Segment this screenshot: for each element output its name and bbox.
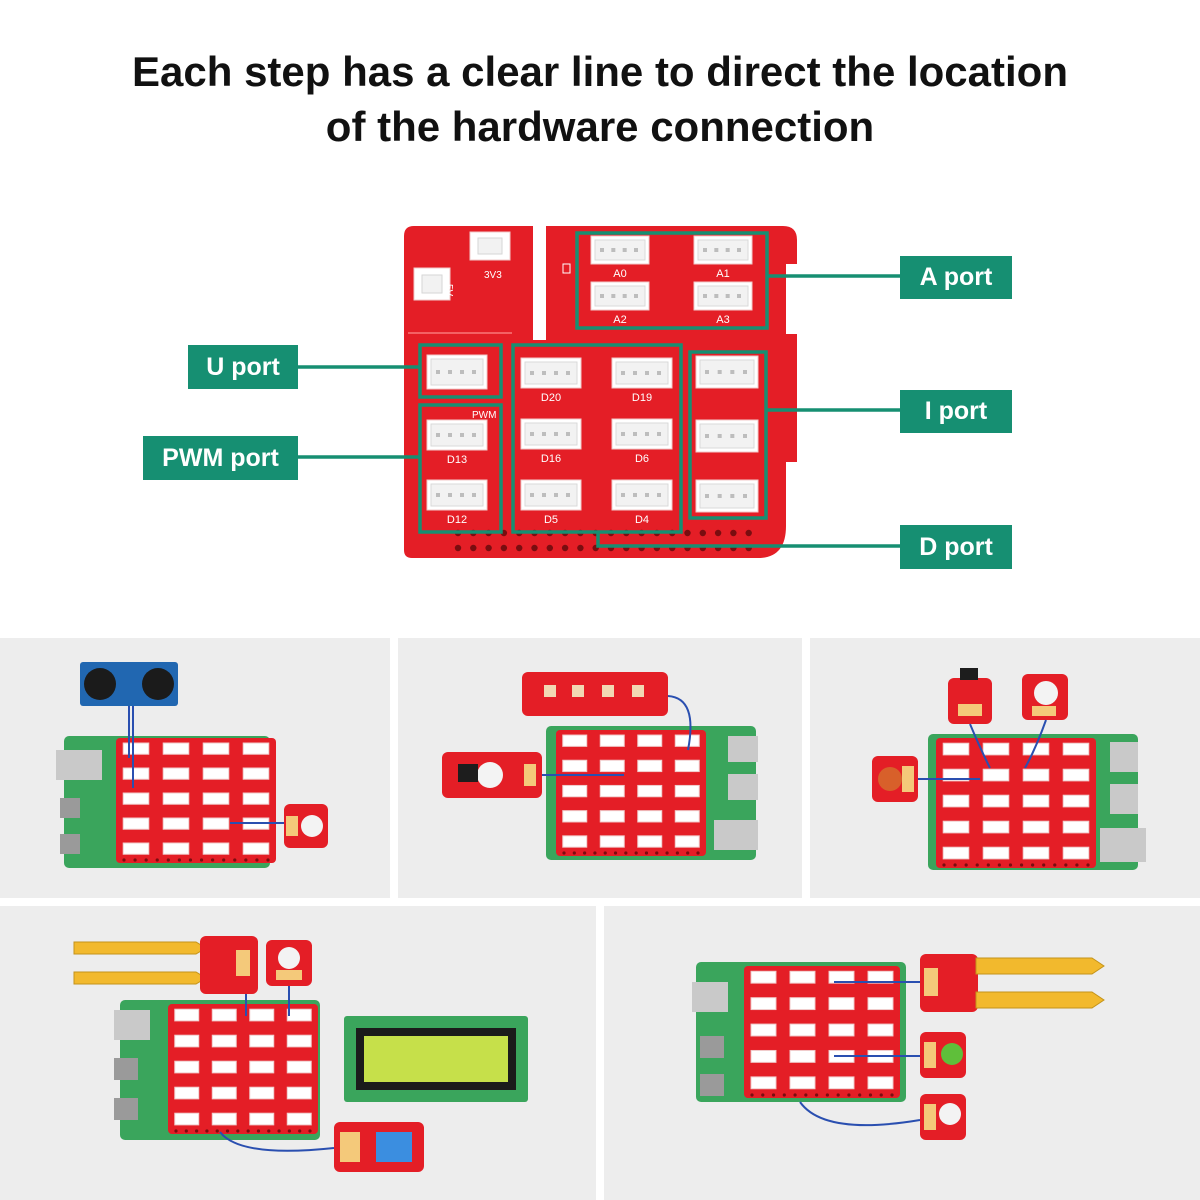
port-label: D16 xyxy=(541,453,561,465)
u-port-connector xyxy=(426,354,488,390)
i-port-connector xyxy=(695,479,759,513)
headline-line-1: Each step has a clear line to direct the… xyxy=(132,48,1068,95)
port-label: D5 xyxy=(544,514,558,526)
hat-board-mini xyxy=(936,738,1096,868)
pwm-connector: D13 xyxy=(426,419,488,466)
d-port-callout: D port xyxy=(900,525,1012,569)
hat-board-mini xyxy=(744,966,900,1098)
example-panel-lcd xyxy=(0,906,596,1200)
pwm-connector: D12 xyxy=(426,479,488,526)
power-connector-3v3 xyxy=(469,231,511,261)
digital-connector: D16 xyxy=(520,418,582,465)
port-label: A2 xyxy=(613,314,626,326)
i-port-connector xyxy=(695,419,759,453)
port-label: D20 xyxy=(541,392,561,404)
port-label: A1 xyxy=(716,268,729,280)
hat-board-mini xyxy=(168,1004,318,1134)
digital-connector: D20 xyxy=(520,357,582,404)
label-5v: 5V xyxy=(443,284,454,297)
digital-connector: D4 xyxy=(611,479,673,526)
hat-board-mini xyxy=(556,730,706,856)
port-label: D19 xyxy=(632,392,652,404)
example-panel-ultrasonic xyxy=(0,638,390,898)
example-panel-led-strip xyxy=(398,638,802,898)
port-label: D13 xyxy=(447,454,467,466)
pwm-port-frame xyxy=(418,403,503,534)
analog-connector: A1 xyxy=(693,235,753,280)
digital-connector: D6 xyxy=(611,418,673,465)
example-panel-switch xyxy=(810,638,1200,898)
soil-probe xyxy=(73,941,207,985)
label-3v3: 3V3 xyxy=(484,270,502,281)
crash-switch-module xyxy=(948,678,992,724)
hat-board-mini xyxy=(116,738,276,863)
port-label: D6 xyxy=(635,453,649,465)
d-port-leader xyxy=(596,532,900,548)
port-label: A0 xyxy=(613,268,626,280)
pwm-port-callout: PWM port xyxy=(143,436,298,480)
digital-connector: D19 xyxy=(611,357,673,404)
headline-line-2: of the hardware connection xyxy=(325,103,875,150)
i-port-connector xyxy=(695,355,759,389)
port-label: D12 xyxy=(447,514,467,526)
port-label: D4 xyxy=(635,514,649,526)
u-port-frame xyxy=(418,343,503,399)
digital-connector: D5 xyxy=(520,479,582,526)
analog-connector: A2 xyxy=(590,281,650,326)
port-label: A3 xyxy=(716,314,729,326)
analog-connector: A3 xyxy=(693,281,753,326)
led-strip-module xyxy=(522,672,668,716)
i-port-callout: I port xyxy=(900,390,1012,433)
pwm-label: PWM xyxy=(472,410,496,421)
a-port-callout: A port xyxy=(900,256,1012,299)
a-port-frame xyxy=(575,231,769,330)
i-port-frame xyxy=(688,350,768,520)
u-port-callout: U port xyxy=(188,345,298,389)
headline: Each step has a clear line to direct the… xyxy=(0,44,1200,154)
analog-connector: A0 xyxy=(590,235,650,280)
example-panel-soil xyxy=(604,906,1200,1200)
